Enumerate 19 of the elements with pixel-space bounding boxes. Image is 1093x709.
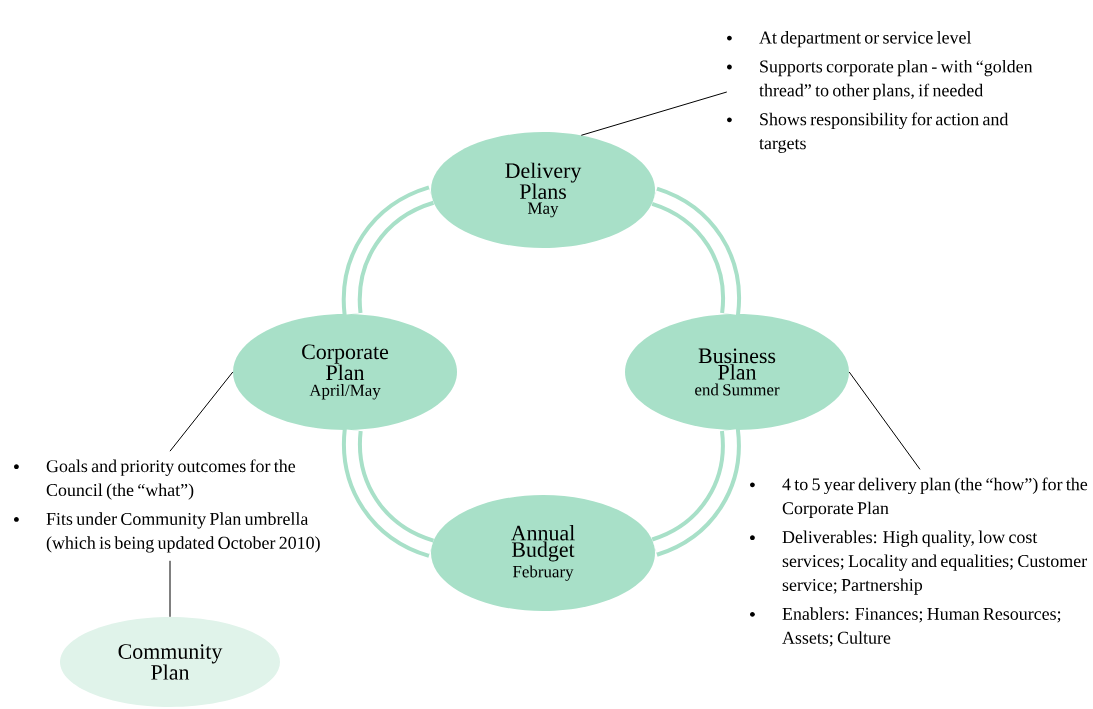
- bullet-list: Goals and priority outcomes for the Council (the “what”) Fits under Community Plan umbrella (which is being updated October 2010): [14, 459, 320, 553]
- ring-arc: [651, 186, 741, 315]
- leader-line: [848, 371, 921, 470]
- ring-arc: [342, 429, 435, 558]
- bullet-list: At department or service level Supports corporate plan - with “golden thread” to other plans, if needed Shows responsibility for action and targets: [727, 31, 1033, 153]
- node-label: Goals and priority outcomes for the Council (the “what”): [46, 459, 296, 500]
- leader-line: [169, 560, 171, 618]
- node-label: Deliverables: High quality, low cost services; Locality and equalities; Customer service; Partnership: [782, 530, 1087, 595]
- node-label: 4 to 5 year delivery plan (the “how”) for the Corporate Plan: [782, 477, 1088, 518]
- ring-arc: [341, 185, 435, 315]
- node-label: Fits under Community Plan umbrella (which is being updated October 2010): [46, 512, 320, 553]
- node-label: Supports corporate plan - with “golden thread” to other plans, if needed: [759, 59, 1033, 101]
- ring-arc: [651, 429, 741, 557]
- node-label: At department or service level: [759, 31, 972, 48]
- node-label: Enablers: Finances; Human Resources; Assets; Culture: [782, 607, 1061, 647]
- leader-line: [169, 371, 234, 452]
- bullet-list: 4 to 5 year delivery plan (the “how”) for the Corporate Plan Deliverables: High quality, low cost services; Locality and equalities; Customer service; Partnership Enablers: Finances; Human Resources; Assets; Culture: [750, 477, 1088, 647]
- leader-line: [580, 91, 728, 136]
- node-label: Shows responsibility for action and targets: [759, 112, 1009, 153]
